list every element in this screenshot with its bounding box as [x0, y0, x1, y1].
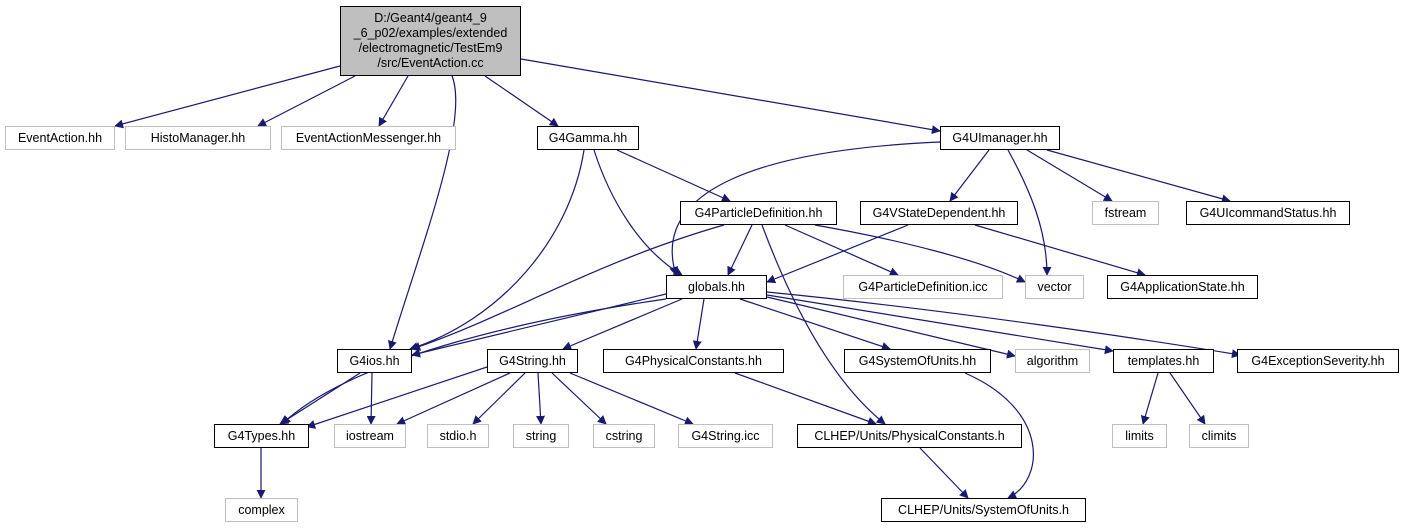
edge-root-to-messenger [378, 75, 409, 127]
edge-particledef-to-icc [784, 224, 899, 276]
edge-globals-to-physconst [692, 298, 705, 350]
edge-globals-to-algorithm [766, 296, 1016, 359]
node-g4ios-hh[interactable]: G4ios.hh [337, 349, 412, 373]
edge-particledef-to-globals [727, 224, 753, 276]
edge-root-to-g4uimanager [520, 58, 941, 135]
node-g4particledefinition-hh[interactable]: G4ParticleDefinition.hh [680, 201, 837, 225]
edge-g4string-to-string-icc [569, 372, 694, 426]
edge-g4string-to-iostream [396, 372, 511, 425]
edge-templates-to-limits [1140, 372, 1159, 425]
node-stdio-h[interactable]: stdio.h [427, 424, 489, 448]
edge-physconst-to-clhepconst [734, 372, 877, 426]
edge-uimanager-to-fstream [1026, 149, 1113, 202]
node-clhep-systemofunits-h[interactable]: CLHEP/Units/SystemOfUnits.h [881, 498, 1086, 522]
node-g4exceptionseverity-hh[interactable]: G4ExceptionSeverity.hh [1237, 349, 1399, 373]
node-g4string-icc[interactable]: G4String.icc [678, 424, 773, 448]
edge-g4ios-to-g4types [279, 372, 361, 425]
node-g4vstatedependent-hh[interactable]: G4VStateDependent.hh [860, 201, 1018, 225]
edge-g4ios-to-iostream [366, 372, 376, 425]
node-cstring[interactable]: cstring [593, 424, 655, 448]
root-file-line-4: /src/EventAction.cc [377, 56, 484, 70]
node-fstream[interactable]: fstream [1092, 201, 1159, 225]
edge-particledef-to-vector [814, 224, 1026, 283]
edge-root-to-eventaction [114, 65, 341, 129]
node-g4physicalconstants-hh[interactable]: G4PhysicalConstants.hh [603, 349, 784, 373]
node-iostream[interactable]: iostream [334, 424, 406, 448]
node-eventaction-hh[interactable]: EventAction.hh [5, 126, 115, 150]
node-g4systemofunits-hh[interactable]: G4SystemOfUnits.hh [844, 349, 991, 373]
node-histomanager-hh[interactable]: HistoManager.hh [125, 126, 271, 150]
edge-globals-to-sysunits [739, 298, 891, 351]
edge-particledef-to-g4ios [411, 224, 725, 351]
node-g4uicommandstatus-hh[interactable]: G4UIcommandStatus.hh [1186, 201, 1350, 225]
node-complex[interactable]: complex [225, 498, 298, 522]
root-file-node[interactable]: D:/Geant4/geant4_9 _6_p02/examples/exten… [340, 6, 521, 76]
edge-g4gamma-to-particledef [616, 149, 731, 202]
node-templates-hh[interactable]: templates.hh [1113, 349, 1214, 373]
edge-clhepconst-to-clhepsys [919, 447, 969, 499]
node-g4uimanager-hh[interactable]: G4UImanager.hh [940, 126, 1060, 150]
node-string[interactable]: string [513, 424, 569, 448]
node-climits[interactable]: climits [1189, 424, 1249, 448]
edge-particledef-to-clhepconst [761, 224, 886, 425]
edge-g4gamma-to-globals [593, 149, 683, 276]
node-g4gamma-hh[interactable]: G4Gamma.hh [537, 126, 639, 150]
edge-g4string-to-cstring [551, 372, 607, 425]
edge-globals-to-exceptionsev [766, 291, 1241, 359]
node-algorithm[interactable]: algorithm [1015, 349, 1090, 373]
edge-templates-to-climits [1169, 372, 1206, 425]
edge-root-to-g4ios [388, 75, 457, 350]
edge-root-to-g4gamma [484, 75, 559, 127]
edge-globals-to-g4string [562, 298, 683, 351]
edge-sysunits-to-clhepsys [964, 372, 1034, 499]
root-file-line-1: D:/Geant4/geant4_9 [374, 11, 487, 25]
edge-vstatedep-to-globals [766, 224, 909, 284]
root-file-line-2: _6_p02/examples/extended [353, 26, 508, 40]
edge-g4string-to-string [536, 372, 546, 425]
edge-g4gamma-to-g4ios [409, 149, 585, 351]
edge-uimanager-to-globals [669, 141, 941, 276]
edge-uimanager-to-vstatedep [949, 149, 990, 202]
edge-globals-to-templates [766, 294, 1114, 355]
node-g4particledefinition-icc[interactable]: G4ParticleDefinition.icc [843, 275, 1003, 299]
edge-g4string-to-stdio [472, 372, 526, 425]
node-vector[interactable]: vector [1025, 275, 1084, 299]
root-file-line-3: /electromagnetic/TestEm9 [358, 41, 503, 55]
node-g4string-hh[interactable]: G4String.hh [487, 349, 578, 373]
edge-uimanager-to-vector [1007, 149, 1052, 276]
edge-vstatedep-to-appstate [974, 224, 1146, 278]
node-clhep-physicalconstants-h[interactable]: CLHEP/Units/PhysicalConstants.h [797, 424, 1022, 448]
edge-globals-to-g4types [281, 298, 667, 425]
node-g4applicationstate-hh[interactable]: G4ApplicationState.hh [1107, 275, 1258, 299]
node-g4types-hh[interactable]: G4Types.hh [214, 424, 309, 448]
node-limits[interactable]: limits [1112, 424, 1167, 448]
edge-globals-to-g4ios [411, 293, 667, 358]
node-eventactionmessenger-hh[interactable]: EventActionMessenger.hh [281, 126, 456, 150]
node-globals-hh[interactable]: globals.hh [666, 275, 767, 299]
edge-uimanager-to-uicommandstatus [1046, 149, 1231, 204]
edge-g4string-to-g4types [306, 366, 488, 429]
edge-root-to-histomanager [257, 75, 356, 127]
